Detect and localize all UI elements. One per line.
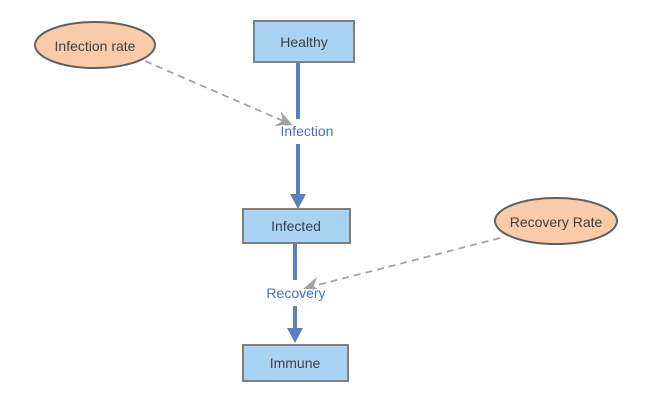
variable-infection-rate[interactable]: Infection rate <box>34 21 156 69</box>
influence-link-recovery-rate[interactable] <box>303 237 501 293</box>
flow-recovery-label: Recovery <box>266 285 325 301</box>
flow-infection[interactable]: Infection <box>279 62 335 209</box>
stock-immune-label: Immune <box>270 355 321 371</box>
stock-infected[interactable]: Infected <box>242 208 351 244</box>
influence-link-infection-rate[interactable] <box>144 60 293 127</box>
flow-recovery-arrowhead-icon <box>287 328 303 343</box>
stock-immune[interactable]: Immune <box>242 344 349 382</box>
variable-recovery-rate-label: Recovery Rate <box>510 214 603 230</box>
stock-immune-box[interactable] <box>242 344 349 382</box>
variable-recovery-rate-ellipse[interactable] <box>494 197 618 245</box>
flow-infection-label: Infection <box>281 123 334 139</box>
flow-recovery[interactable]: Recovery <box>265 243 327 343</box>
stock-healthy-box[interactable] <box>253 20 355 63</box>
stock-healthy-label: Healthy <box>280 34 327 50</box>
stock-infected-label: Infected <box>271 218 321 234</box>
variable-infection-rate-ellipse[interactable] <box>34 21 156 69</box>
variable-infection-rate-label: Infection rate <box>55 38 136 54</box>
variable-recovery-rate[interactable]: Recovery Rate <box>494 197 618 245</box>
stock-healthy[interactable]: Healthy <box>253 20 355 63</box>
flow-infection-arrowhead-icon <box>290 194 306 209</box>
stock-infected-box[interactable] <box>242 208 351 244</box>
